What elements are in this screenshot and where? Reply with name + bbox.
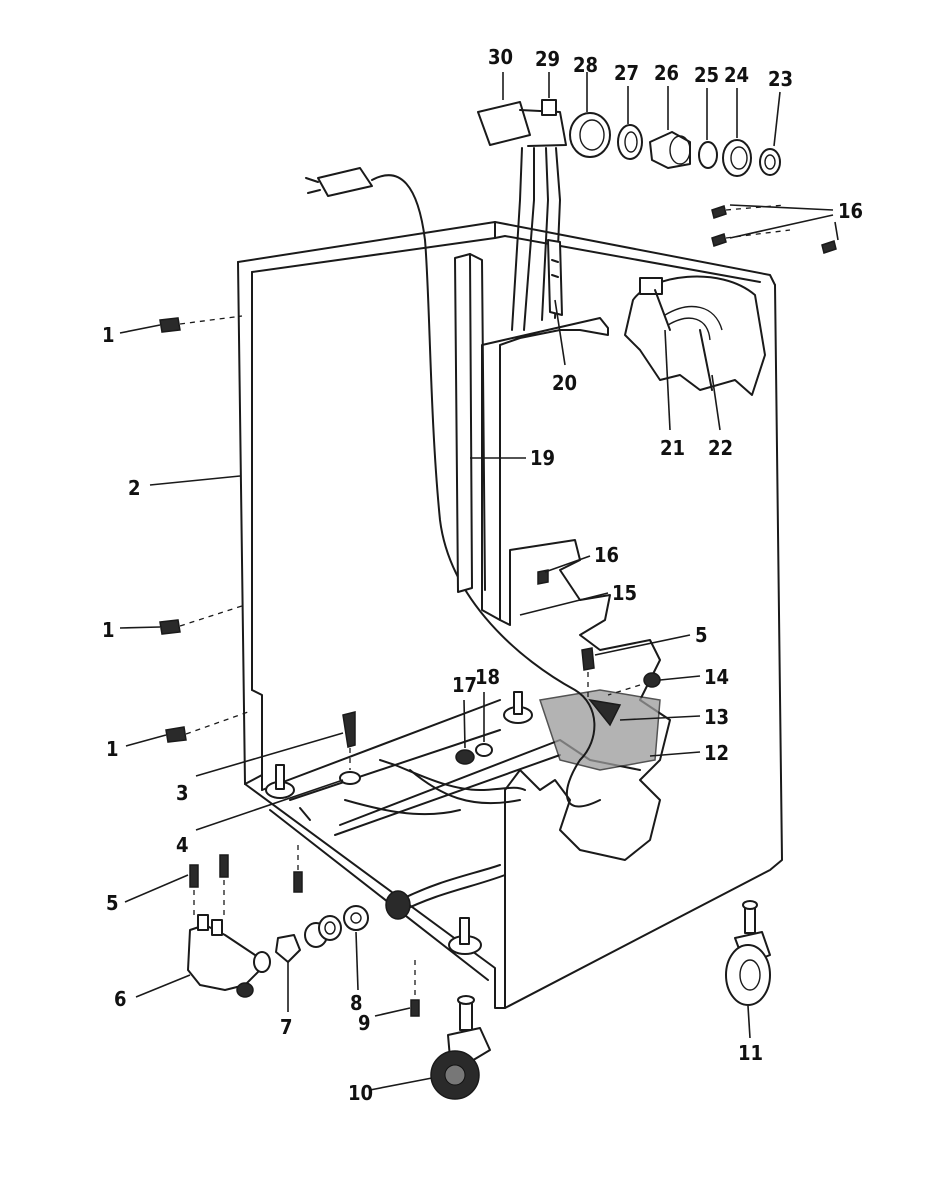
callout-13: 13 bbox=[704, 705, 729, 729]
callout-8: 8 bbox=[350, 991, 363, 1015]
callout-22: 22 bbox=[708, 436, 733, 460]
part-21-clip bbox=[639, 277, 663, 295]
part-11-caster bbox=[725, 900, 771, 1006]
callout-25: 25 bbox=[694, 63, 719, 87]
part-29-fitting bbox=[541, 99, 557, 116]
callout-17: 17 bbox=[452, 673, 477, 697]
part-10-caster bbox=[430, 995, 491, 1100]
callout-29: 29 bbox=[535, 47, 560, 71]
rear-panel bbox=[769, 284, 783, 871]
callout-5-right: 5 bbox=[695, 623, 708, 647]
callout-16-mid: 16 bbox=[594, 543, 619, 567]
part-23-gasket bbox=[759, 148, 781, 176]
side-screws bbox=[537, 569, 661, 700]
part-19-strip bbox=[454, 253, 486, 593]
insulation-pad bbox=[539, 689, 661, 771]
callout-14: 14 bbox=[704, 665, 729, 689]
callout-16-top: 16 bbox=[838, 199, 863, 223]
callout-23: 23 bbox=[768, 67, 793, 91]
screws-1 bbox=[159, 315, 249, 743]
leader-lines bbox=[119, 72, 839, 1091]
callout-26: 26 bbox=[654, 61, 679, 85]
callout-4: 4 bbox=[176, 833, 189, 857]
base-frame bbox=[244, 783, 506, 1009]
part-8-washer bbox=[343, 905, 369, 931]
callout-12: 12 bbox=[704, 741, 729, 765]
callout-2: 2 bbox=[128, 476, 141, 500]
callout-9: 9 bbox=[358, 1011, 371, 1035]
front-panel bbox=[481, 317, 771, 1009]
callout-20: 20 bbox=[552, 371, 577, 395]
caster-wheel-11 bbox=[725, 944, 771, 1006]
part-30-valve-body bbox=[477, 101, 531, 146]
plug bbox=[317, 167, 373, 197]
callouts: 30 29 28 27 26 25 24 23 16 1 20 21 22 2 … bbox=[102, 45, 863, 1105]
callout-27: 27 bbox=[614, 61, 639, 85]
callout-5-left: 5 bbox=[106, 891, 119, 915]
callout-1-top: 1 bbox=[102, 323, 115, 347]
part-27-ring bbox=[617, 124, 643, 160]
callout-15: 15 bbox=[612, 581, 637, 605]
parts-7-8-fittings bbox=[275, 905, 369, 963]
base-components bbox=[265, 691, 533, 1017]
callout-1-low: 1 bbox=[106, 737, 119, 761]
part-6-water-valve bbox=[187, 854, 271, 998]
callout-18: 18 bbox=[475, 665, 500, 689]
callout-28: 28 bbox=[573, 53, 598, 77]
callout-24: 24 bbox=[724, 63, 749, 87]
callout-30: 30 bbox=[488, 45, 513, 69]
part-20-bracket bbox=[547, 239, 563, 316]
callout-11: 11 bbox=[738, 1041, 763, 1065]
callout-7: 7 bbox=[280, 1015, 293, 1039]
callout-10: 10 bbox=[348, 1081, 373, 1105]
part-18-washer bbox=[475, 743, 493, 757]
callout-1-mid: 1 bbox=[102, 618, 115, 642]
inlet-assembly bbox=[477, 99, 781, 331]
parts-21-22-guard bbox=[624, 275, 766, 396]
callout-6: 6 bbox=[114, 987, 127, 1011]
callout-19: 19 bbox=[530, 446, 555, 470]
part-17-nut bbox=[455, 749, 475, 765]
callout-3: 3 bbox=[176, 781, 189, 805]
screws-16-top bbox=[711, 204, 837, 254]
power-cord bbox=[305, 167, 601, 808]
callout-21: 21 bbox=[660, 436, 685, 460]
part-25-washer bbox=[698, 141, 718, 169]
